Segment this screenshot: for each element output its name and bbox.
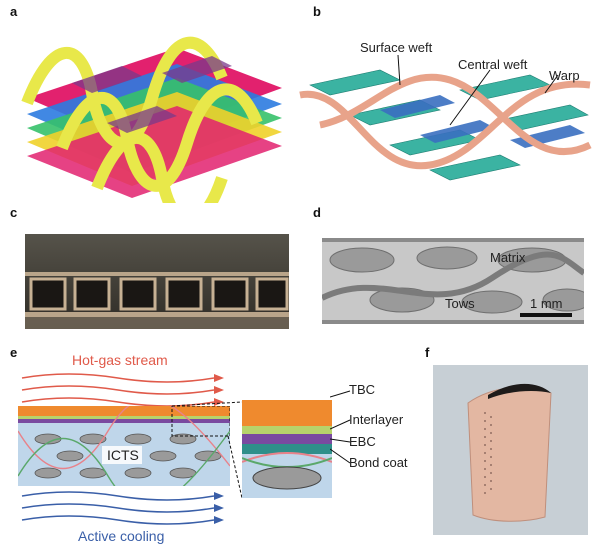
scale-bar-label: 1 mm (530, 296, 563, 311)
panel-letter-e: e (10, 345, 18, 360)
label-tows: Tows (445, 296, 475, 311)
label-matrix: Matrix (490, 250, 526, 265)
woven-structure-3d-illustration (21, 36, 282, 203)
label-surface-weft: Surface weft (360, 40, 433, 55)
label-bond-coat: Bond coat (349, 455, 408, 470)
label-interlayer: Interlayer (349, 412, 404, 427)
ceramic-vane-photo (433, 365, 588, 535)
panel-letter-c: c (10, 205, 18, 220)
label-ebc: EBC (349, 434, 376, 449)
label-warp: Warp (549, 68, 580, 83)
label-icts: ICTS (107, 447, 139, 463)
panel-letter-f: f (425, 345, 430, 360)
weave-diagram (299, 54, 592, 181)
hot-gas-arrows (21, 373, 224, 406)
micrograph-cross-section (322, 238, 584, 324)
cellular-structure-photo (25, 234, 289, 329)
yellow-warp-tows (21, 36, 263, 203)
warp-tows (299, 73, 592, 170)
label-central-weft: Central weft (458, 57, 528, 72)
zoomed-coating-layers (242, 400, 332, 498)
leader-lines (397, 54, 559, 126)
panel-letter-b: b (313, 4, 321, 19)
purple-weft-tows (72, 56, 232, 133)
layer-leader-lines (330, 390, 351, 464)
active-cooling-arrows (21, 491, 224, 525)
label-active-cooling: Active cooling (78, 528, 165, 544)
icts-layered-schematic (18, 406, 230, 486)
panel-letter-d: d (313, 205, 321, 220)
label-hot-gas-stream: Hot-gas stream (72, 352, 168, 368)
zoom-connector-lines (171, 401, 243, 499)
label-tbc: TBC (349, 382, 375, 397)
panel-letter-a: a (10, 4, 18, 19)
